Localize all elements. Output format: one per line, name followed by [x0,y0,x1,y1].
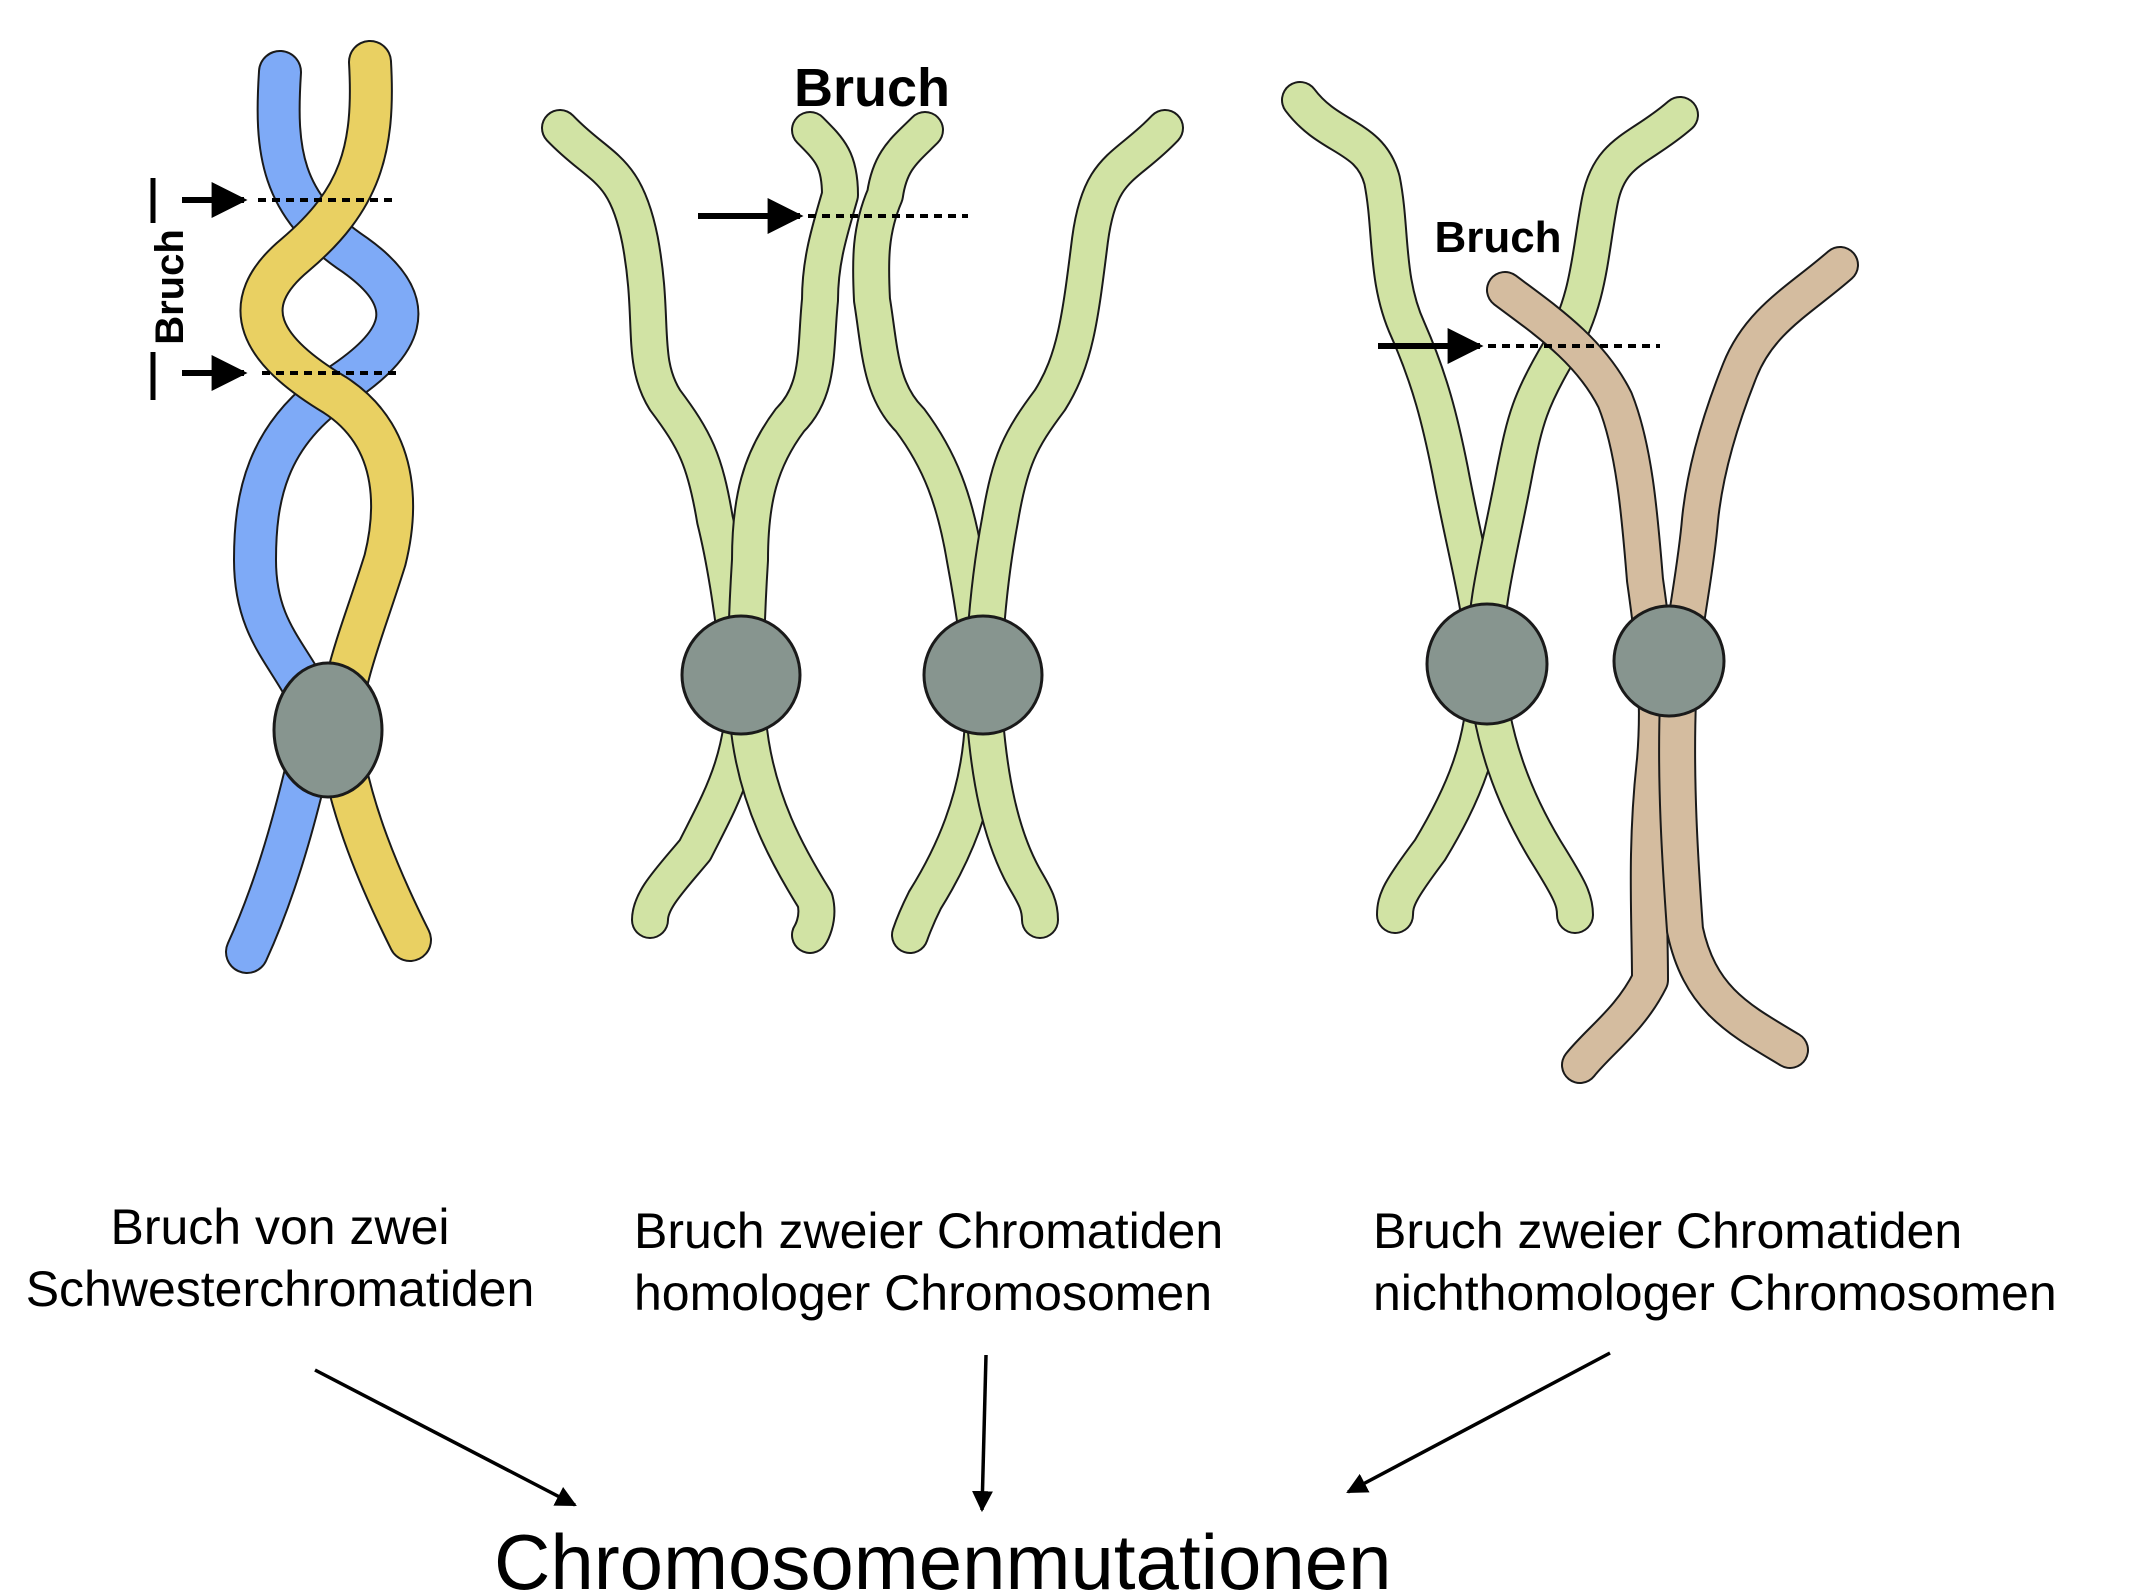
arrow-icon [1346,1351,1611,1494]
chromosome-green [1281,81,1699,934]
chromosome-b [852,109,1184,954]
caption-line: Bruch von zwei [110,1199,450,1255]
caption-sister-chromatids: Bruch von zwei Schwesterchromatiden [0,1196,560,1320]
sister-chromatids: Bruch [148,40,432,974]
centromere [1612,604,1726,718]
arrow-icon [314,1368,577,1507]
caption-line: homologer Chromosomen [634,1265,1213,1321]
centromere [680,614,802,736]
caption-nonhomologous: Bruch zweier Chromatiden nichthomologer … [1373,1200,2057,1324]
caption-line: nichthomologer Chromosomen [1373,1265,2057,1321]
caption-line: Bruch zweier Chromatiden [1373,1203,1963,1259]
arrow-icon [971,1354,993,1513]
centromere [922,614,1044,736]
chromosome-a [541,109,859,954]
result-title: Chromosomenmutationen [494,1518,1392,1596]
chromosome-tan [1486,246,1859,1084]
homologous-chromosomes: Bruch [541,58,1184,954]
caption-line: Bruch zweier Chromatiden [634,1203,1224,1259]
nonhomologous-chromosomes: Bruch [1281,81,1859,1084]
break-label: Bruch [794,58,950,118]
caption-line: Schwesterchromatiden [25,1261,535,1317]
converging-arrows [314,1351,1611,1513]
caption-homologous: Bruch zweier Chromatiden homologer Chrom… [634,1200,1223,1324]
break-label: Bruch [148,229,192,345]
centromere [1425,602,1549,726]
break-label: Bruch [1434,213,1561,262]
centromere [272,661,384,799]
